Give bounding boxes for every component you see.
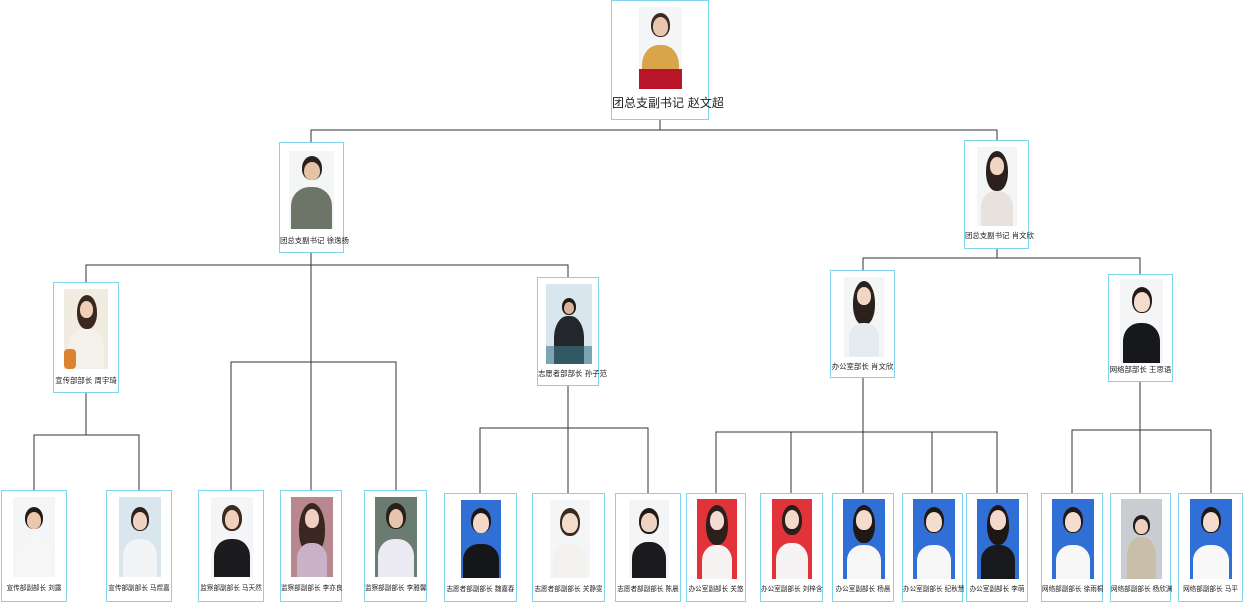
node-label: 网络部副部长 杨欣渊: [1111, 585, 1173, 593]
node-label: 团总支副书记 徐逸扬: [280, 236, 349, 245]
org-node-member[interactable]: 监察部副部长 李雅馨: [364, 490, 427, 602]
org-node-member[interactable]: 志愿者部副部长 魏嘉春: [444, 493, 517, 602]
node-label: 团总支副书记 赵文超: [612, 96, 724, 110]
org-node-member[interactable]: 办公室副部长 刘梓含: [760, 493, 823, 602]
org-node-member[interactable]: 监察部副部长 马天然: [198, 490, 264, 602]
connector-jiancha-bus: [230, 361, 397, 490]
node-label: 办公室副部长 李萌: [969, 585, 1025, 593]
node-label: 志愿者部副部长 魏嘉春: [446, 585, 515, 593]
node-label: 志愿者部副部长 关静雯: [534, 585, 603, 593]
connector-right-bus: [862, 257, 1141, 274]
node-label: 办公室副部长 刘梓含: [761, 585, 823, 593]
org-node-member[interactable]: 办公室副部长 杨晨: [832, 493, 894, 602]
org-node-member[interactable]: 志愿者部副部长 陈晨: [615, 493, 681, 602]
avatar-photo: [64, 289, 108, 369]
avatar-photo: [1120, 279, 1163, 363]
node-label: 网络部副部长 徐雨桐: [1042, 585, 1104, 593]
org-node-member[interactable]: 办公室副部长 纪秋慧: [902, 493, 965, 602]
avatar-photo: [1121, 499, 1162, 579]
connector-level1-bus: [310, 129, 998, 142]
node-label: 监察部副部长 马天然: [200, 584, 262, 592]
node-label: 志愿者部部长 孙子范: [538, 369, 607, 378]
avatar-photo: [461, 500, 501, 578]
node-label: 宣传部副部长 刘露: [6, 584, 62, 592]
node-label: 宣传部副部长 马煜嘉: [108, 584, 170, 592]
avatar-photo: [291, 497, 333, 577]
avatar-photo: [550, 500, 590, 578]
node-label: 网络部部长 王思语: [1109, 365, 1172, 374]
avatar-photo: [772, 499, 812, 579]
org-node-member[interactable]: 志愿者部副部长 关静雯: [532, 493, 605, 602]
avatar-photo: [843, 499, 885, 579]
node-label: 宣传部部长 周宇琦: [55, 376, 117, 385]
avatar-photo: [13, 497, 55, 577]
org-node-member[interactable]: 办公室副部长 李萌: [966, 493, 1028, 602]
node-label: 监察部副部长 李亦良: [281, 584, 343, 592]
avatar-photo: [119, 497, 161, 577]
avatar-photo: [211, 497, 253, 577]
connector-left-bus: [85, 264, 569, 282]
org-node-bangong-head[interactable]: 办公室部长 肖文欣: [830, 270, 895, 378]
avatar-photo: [375, 497, 417, 577]
org-node-member[interactable]: 宣传部副部长 刘露: [1, 490, 67, 602]
org-node-l1-left[interactable]: 团总支副书记 徐逸扬: [279, 142, 349, 253]
node-label: 网络部副部长 马平: [1183, 585, 1238, 593]
node-label: 办公室副部长 杨晨: [835, 585, 891, 593]
avatar-photo: [289, 151, 334, 229]
node-label: 监察部副部长 李雅馨: [365, 584, 427, 592]
avatar-photo: [639, 7, 682, 89]
org-node-member[interactable]: 办公室副部长 关悠: [686, 493, 746, 602]
avatar-photo: [1190, 499, 1232, 579]
node-label: 办公室副部长 纪秋慧: [903, 585, 965, 593]
avatar-photo: [977, 147, 1017, 226]
org-node-member[interactable]: 网络部副部长 徐雨桐: [1041, 493, 1103, 602]
org-node-member[interactable]: 网络部副部长 马平: [1178, 493, 1243, 602]
org-node-zhiyuan-head[interactable]: 志愿者部部长 孙子范: [537, 277, 607, 386]
org-node-wangluo-head[interactable]: 网络部部长 王思语: [1108, 274, 1173, 382]
avatar-photo: [546, 284, 592, 364]
org-node-l1-right[interactable]: 团总支副书记 肖文欣: [964, 140, 1034, 249]
org-node-root[interactable]: 团总支副书记 赵文超: [611, 0, 724, 120]
connector-bg-bus: [715, 431, 998, 493]
connector-wl-bus: [1071, 429, 1212, 493]
org-node-member[interactable]: 监察部副部长 李亦良: [280, 490, 342, 602]
node-label: 办公室部长 肖文欣: [831, 362, 894, 371]
avatar-photo: [629, 500, 669, 578]
org-node-member[interactable]: 网络部副部长 杨欣渊: [1110, 493, 1173, 602]
connector-zy-bus: [479, 427, 649, 493]
node-label: 志愿者部副部长 陈晨: [617, 585, 679, 593]
avatar-photo: [844, 277, 884, 357]
avatar-photo: [913, 499, 955, 579]
avatar-photo: [1052, 499, 1094, 579]
node-label: 团总支副书记 肖文欣: [965, 231, 1034, 240]
org-node-member[interactable]: 宣传部副部长 马煜嘉: [106, 490, 172, 602]
avatar-photo: [697, 499, 737, 579]
org-node-xuanchuan-head[interactable]: 宣传部部长 周宇琦: [53, 282, 119, 393]
avatar-photo: [977, 499, 1019, 579]
node-label: 办公室副部长 关悠: [688, 585, 744, 593]
connector-xc-bus: [33, 434, 140, 490]
